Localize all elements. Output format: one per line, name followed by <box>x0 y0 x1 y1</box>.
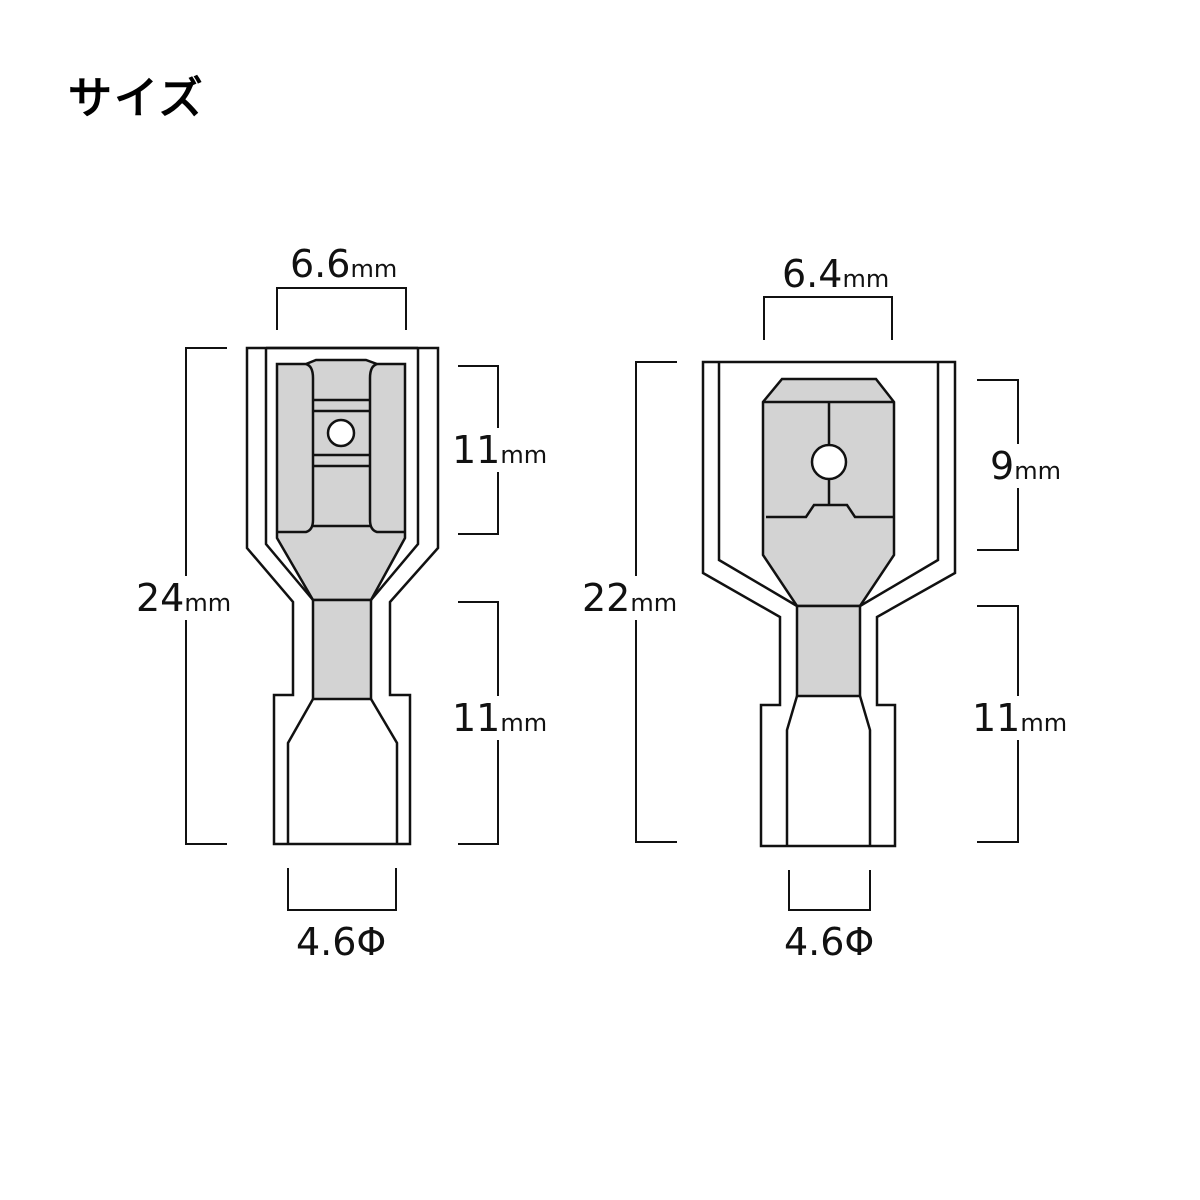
right-terminal-drawing <box>701 360 957 848</box>
value: 11 <box>452 696 501 740</box>
value: 6.4 <box>782 252 843 296</box>
left-top-width-label: 6.6mm <box>290 242 397 286</box>
right-lower-length-label: 11mm <box>972 696 1068 740</box>
left-total-length-label: 24mm <box>136 576 232 620</box>
unit: mm <box>184 589 232 617</box>
value: 9 <box>990 444 1015 488</box>
unit: mm <box>500 441 548 469</box>
left-lower-length-label: 11mm <box>452 696 548 740</box>
left-upper-length-label: 11mm <box>452 428 548 472</box>
left-terminal-drawing <box>245 346 440 846</box>
unit: mm <box>1014 457 1061 485</box>
unit: mm <box>1020 709 1068 737</box>
value: 22 <box>582 576 631 620</box>
unit: mm <box>842 265 890 293</box>
value: 6.6 <box>290 242 351 286</box>
unit: mm <box>350 255 398 283</box>
value: 24 <box>136 576 185 620</box>
value: 11 <box>452 428 501 472</box>
left-wire-diameter-label: 4.6Φ <box>296 920 386 964</box>
page-title: サイズ <box>68 73 205 124</box>
right-top-width-label: 6.4mm <box>782 252 889 296</box>
value: 4.6Φ <box>784 920 875 964</box>
right-upper-length-label: 9mm <box>990 444 1061 488</box>
unit: mm <box>630 589 678 617</box>
value: 4.6Φ <box>296 920 387 964</box>
right-wire-diameter-label: 4.6Φ <box>784 920 874 964</box>
value: 11 <box>972 696 1021 740</box>
right-total-length-label: 22mm <box>582 576 678 620</box>
unit: mm <box>500 709 548 737</box>
